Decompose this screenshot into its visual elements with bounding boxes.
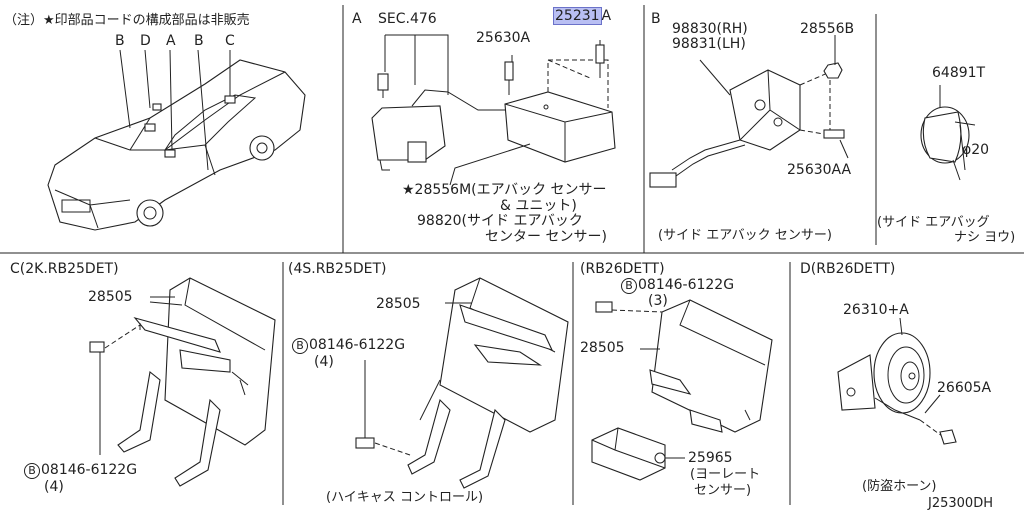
part-28556m-line2: & ユニット) bbox=[500, 198, 577, 214]
sensor-caption-line2: センサー) bbox=[694, 483, 752, 498]
section-a-title: A bbox=[352, 11, 362, 27]
part-25965[interactable]: 25965 bbox=[688, 450, 733, 466]
part-28556m[interactable]: ★28556M(エアバック センサー bbox=[402, 182, 607, 198]
bolt-08146-4s-number: 08146-6122G bbox=[309, 337, 406, 353]
bolt-08146-c-number: 08146-6122G bbox=[41, 462, 138, 478]
sensor-caption-line1: (ヨーレート bbox=[690, 467, 761, 482]
part-98831-lh[interactable]: 98831(LH) bbox=[672, 36, 746, 52]
anti-theft-horn-drawing bbox=[837, 332, 957, 445]
part-25630aa[interactable]: 25630AA bbox=[787, 162, 852, 178]
part-28505-4s[interactable]: 28505 bbox=[376, 296, 421, 312]
plug-caption-line2: ナシ ヨウ) bbox=[954, 230, 1016, 245]
part-26605a[interactable]: 26605A bbox=[937, 380, 992, 396]
section-4s-caption: (ハイキャス コントロール) bbox=[326, 490, 484, 505]
car-callout-b1: B bbox=[115, 33, 125, 49]
bolt-mark-b-icon: B bbox=[621, 278, 637, 294]
part-28505-c[interactable]: 28505 bbox=[88, 289, 133, 305]
bolt-08146-rb26-number: 08146-6122G bbox=[638, 277, 735, 293]
section-c-title: C(2K.RB25DET) bbox=[10, 261, 119, 277]
part-25231-suffix: A bbox=[601, 8, 612, 24]
note-text: （注）★印部品コードの構成部品は非販売 bbox=[4, 13, 250, 28]
section-rb26-title: (RB26DETT) bbox=[580, 261, 665, 277]
part-25231-highlight[interactable]: 25231 bbox=[553, 7, 602, 25]
part-98830-rh[interactable]: 98830(RH) bbox=[672, 21, 748, 37]
plug-caption-line1: (サイド エアバッグ bbox=[877, 215, 990, 230]
leader-lines bbox=[99, 296, 941, 459]
sec-reference: SEC.476 bbox=[378, 11, 437, 27]
hicas-unit-rb26-drawing bbox=[591, 299, 773, 481]
car-callout-d: D bbox=[140, 33, 151, 49]
part-98820[interactable]: 98820(サイド エアバック bbox=[417, 213, 583, 229]
airbag-sensor-unit-drawing bbox=[371, 34, 616, 186]
panel-dividers bbox=[0, 5, 1024, 505]
side-airbag-sensor-drawing bbox=[649, 35, 849, 188]
part-98820-line2: センター センサー) bbox=[485, 229, 607, 245]
plug-drawing bbox=[920, 85, 976, 181]
section-d-title: D(RB26DETT) bbox=[800, 261, 896, 277]
bolt-mark-b-icon: B bbox=[292, 338, 308, 354]
bolt-qty-4s: (4) bbox=[314, 354, 334, 370]
car-callout-c: C bbox=[225, 33, 235, 49]
part-28505-rb26[interactable]: 28505 bbox=[580, 340, 625, 356]
part-64891t[interactable]: 64891T bbox=[932, 65, 986, 81]
part-25630a[interactable]: 25630A bbox=[476, 30, 531, 46]
hicas-unit-4s-drawing bbox=[355, 277, 569, 489]
hicas-unit-2k-drawing bbox=[89, 277, 276, 487]
car-callout-b2: B bbox=[194, 33, 204, 49]
section-d-caption: (防盗ホーン) bbox=[862, 479, 937, 494]
section-b-caption: (サイド エアバック センサー) bbox=[658, 228, 832, 243]
part-28556b[interactable]: 28556B bbox=[800, 21, 855, 37]
bolt-qty-rb26: (3) bbox=[648, 293, 668, 309]
dimension-phi20: φ20 bbox=[962, 142, 990, 158]
part-26310a[interactable]: 26310+A bbox=[843, 302, 909, 318]
section-b-title: B bbox=[651, 11, 661, 27]
diagram-code: J25300DH bbox=[928, 496, 993, 511]
bolt-mark-b-icon: B bbox=[24, 463, 40, 479]
section-4s-title: (4S.RB25DET) bbox=[288, 261, 387, 277]
car-illustration bbox=[47, 49, 306, 231]
bolt-qty-c: (4) bbox=[44, 479, 64, 495]
car-callout-a: A bbox=[166, 33, 176, 49]
